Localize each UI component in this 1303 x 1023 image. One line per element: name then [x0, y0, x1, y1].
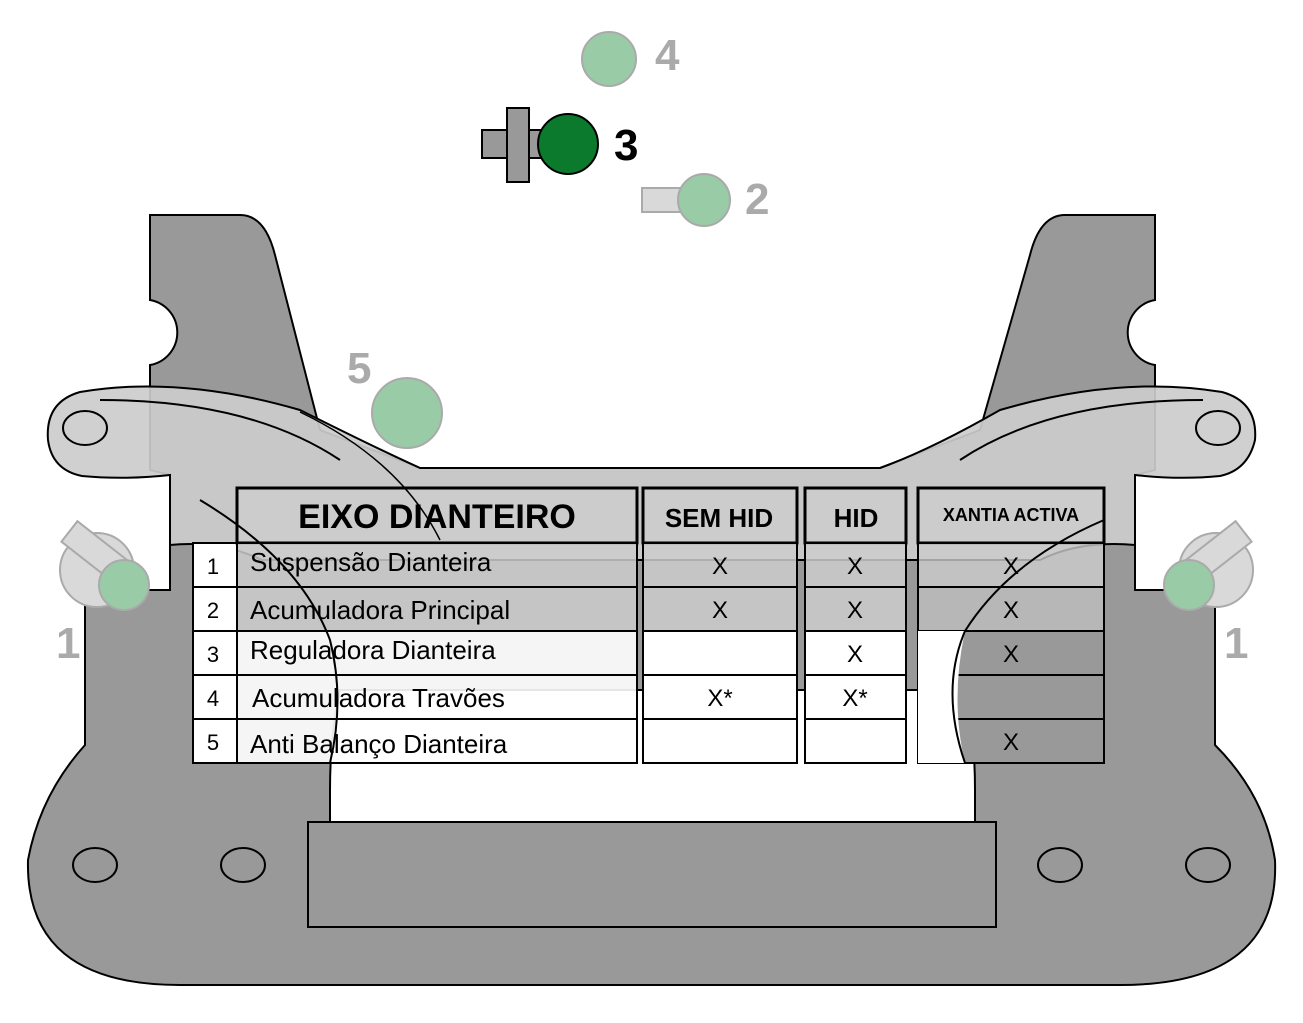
table-title: EIXO DIANTEIRO: [298, 498, 576, 536]
mount-hole-left-inner: [220, 847, 266, 883]
frame-curve-right: [951, 519, 1105, 764]
xantia-cutout-overlay: [918, 631, 965, 763]
main-accumulator-sphere: [677, 173, 731, 227]
component-4: [581, 31, 637, 87]
row-5-label: Anti Balanço Dianteira: [250, 729, 508, 759]
callout-5: 5: [347, 344, 371, 393]
anti-roll-sphere: [371, 377, 443, 449]
callout-4: 4: [655, 31, 680, 80]
front-regulator-sphere: [537, 113, 599, 175]
crossmember: [307, 821, 997, 928]
component-2: [641, 173, 731, 227]
frame-arm-line-left: [99, 399, 341, 461]
callout-3: 3: [614, 121, 638, 170]
callout-1-right: 1: [1224, 619, 1248, 668]
frame-arm-line-right: [959, 399, 1204, 461]
row-4-number: 4: [207, 686, 219, 711]
brake-accumulator-sphere: [581, 31, 637, 87]
row-1-label: Suspensão Dianteira: [250, 547, 492, 577]
bar-eye-left: [62, 410, 108, 446]
header-sem-hid: SEM HID: [665, 503, 773, 533]
row-5-xantia: X: [1003, 729, 1019, 756]
frame-arm-through-table: [299, 411, 441, 541]
component-3: [481, 107, 599, 183]
row-1-xantia: X: [1003, 553, 1019, 580]
row-3-hid: X: [847, 641, 863, 668]
callout-1-left: 1: [56, 619, 80, 668]
row-4-sem-hid: X*: [707, 685, 732, 712]
row-2-hid: X: [847, 597, 863, 624]
component-5: [371, 377, 443, 449]
suspension-sphere-left: [98, 559, 150, 611]
header-hid: HID: [834, 503, 879, 533]
row-3-xantia: X: [1003, 641, 1019, 668]
row-1-number: 1: [207, 554, 219, 579]
row-4-label: Acumuladora Travões: [252, 683, 505, 713]
row-2-number: 2: [207, 598, 219, 623]
mount-hole-right-inner: [1037, 847, 1083, 883]
row-number-column: [192, 542, 238, 764]
row-3-label: Reguladora Dianteira: [250, 635, 496, 665]
row-3-number: 3: [207, 642, 219, 667]
regulator-block-vertical: [506, 107, 530, 183]
row-4-hid: X*: [842, 685, 867, 712]
component-1-left: [59, 519, 150, 611]
callout-2: 2: [745, 175, 769, 224]
row-2-label: Acumuladora Principal: [250, 595, 510, 625]
mount-hole-left-outer: [72, 847, 118, 883]
xantia-activa-column: [916, 486, 1106, 764]
frame-curve-left: [199, 499, 339, 764]
sem-hid-column: [641, 486, 799, 764]
bar-eye-right: [1195, 410, 1241, 446]
row-1-sem-hid: X: [712, 553, 728, 580]
component-1-right: [1163, 519, 1254, 611]
row-2-sem-hid: X: [712, 597, 728, 624]
mount-hole-right-outer: [1185, 847, 1231, 883]
component-name-column: [235, 486, 639, 764]
row-5-number: 5: [207, 730, 219, 755]
suspension-sphere-right: [1163, 559, 1215, 611]
row-2-xantia: X: [1003, 597, 1019, 624]
compatibility-table: EIXO DIANTEIRO SEM HID HID XANTIA ACTIVA…: [192, 411, 1106, 764]
row-1-hid: X: [847, 553, 863, 580]
header-xantia-activa: XANTIA ACTIVA: [943, 505, 1079, 525]
hid-column: [803, 486, 908, 764]
